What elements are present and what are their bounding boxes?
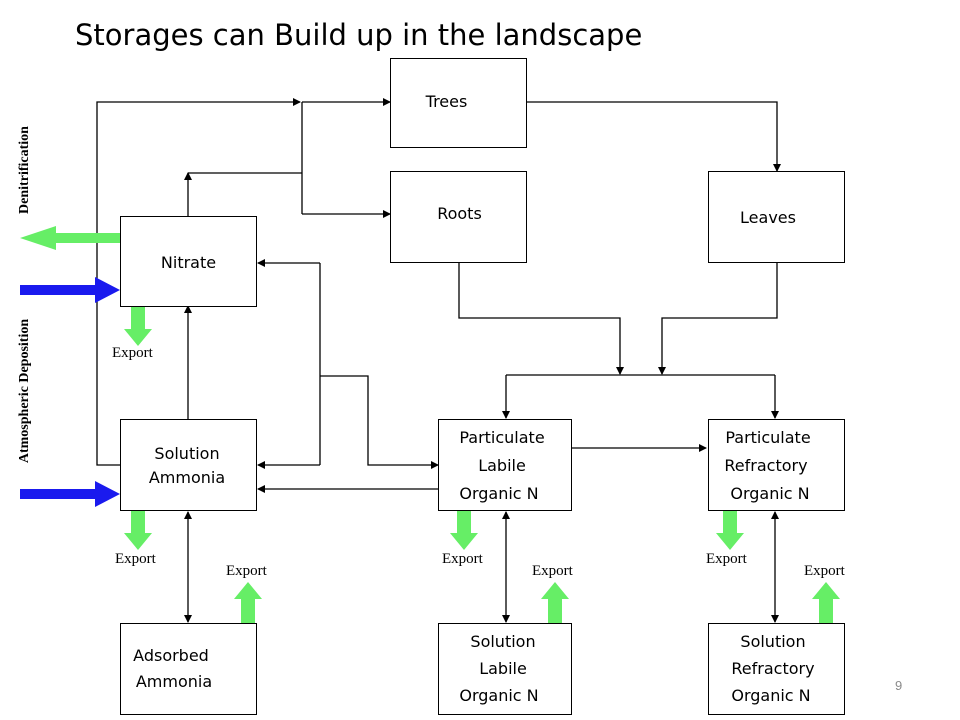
solution-refractory-box: Solution Refractory Organic N bbox=[708, 623, 845, 715]
particulate-refractory-line3: Organic N bbox=[730, 484, 810, 503]
leaves-label: Leaves bbox=[740, 208, 796, 227]
network-to-labile-arrow bbox=[320, 375, 439, 469]
trees-label: Trees bbox=[425, 92, 468, 111]
refractory-export-arrow bbox=[716, 509, 744, 550]
nitrate-export-arrow bbox=[124, 305, 152, 346]
side-flux-arrows bbox=[20, 226, 120, 507]
particulate-refractory-box: Particulate Refractory Organic N bbox=[708, 419, 845, 511]
roots-box: Roots bbox=[390, 171, 527, 263]
solution-labile-line2: Labile bbox=[479, 659, 527, 678]
adsorbed-export-label: Export bbox=[226, 563, 267, 579]
solution-refractory-line2: Refractory bbox=[731, 659, 815, 678]
solution-refractory-export-label: Export bbox=[804, 563, 845, 579]
page-number: 9 bbox=[895, 678, 903, 693]
refractory-export-label: Export bbox=[706, 551, 747, 567]
denitrification-label: Denitrification bbox=[17, 126, 32, 214]
ammonia-export-label: Export bbox=[115, 551, 156, 567]
trees-box: Trees bbox=[390, 58, 527, 148]
adsorbed-ammonia-line1: Adsorbed bbox=[133, 646, 209, 665]
particulate-labile-line1: Particulate bbox=[459, 428, 545, 447]
denitrification-arrow bbox=[20, 226, 120, 250]
nitrate-box: Nitrate bbox=[120, 216, 257, 307]
particulate-labile-line3: Organic N bbox=[459, 484, 539, 503]
solution-ammonia-box: Solution Ammonia bbox=[120, 419, 257, 511]
labile-export-label: Export bbox=[442, 551, 483, 567]
solution-labile-export-label: Export bbox=[532, 563, 573, 579]
roots-label: Roots bbox=[437, 204, 482, 223]
solution-refractory-line1: Solution bbox=[740, 632, 806, 651]
deposition-to-ammonia-arrow bbox=[20, 481, 120, 507]
particulate-refractory-line2: Refractory bbox=[724, 456, 808, 475]
solution-labile-line3: Organic N bbox=[459, 686, 539, 705]
trees-to-leaves-arrow bbox=[527, 101, 781, 172]
particulate-labile-line2: Labile bbox=[478, 456, 526, 475]
solution-ammonia-line1: Solution bbox=[154, 444, 220, 463]
solution-labile-line1: Solution bbox=[470, 632, 536, 651]
solution-ammonia-line2: Ammonia bbox=[148, 468, 226, 487]
adsorbed-export-arrow bbox=[234, 582, 262, 624]
particulate-refractory-line1: Particulate bbox=[725, 428, 811, 447]
solution-refractory-line3: Organic N bbox=[731, 686, 811, 705]
deposition-to-nitrate-arrow bbox=[20, 277, 120, 303]
solution-labile-box: Solution Labile Organic N bbox=[438, 623, 572, 715]
particulate-labile-box: Particulate Labile Organic N bbox=[438, 419, 572, 511]
solution-refractory-export-arrow bbox=[812, 582, 840, 624]
adsorbed-ammonia-line2: Ammonia bbox=[135, 672, 213, 691]
ammonia-export-arrow bbox=[124, 509, 152, 550]
leaves-box: Leaves bbox=[708, 171, 845, 263]
page-title: Storages can Build up in the landscape bbox=[75, 18, 643, 52]
leaves-down-arrow bbox=[658, 263, 778, 375]
atmospheric-deposition-label: Atmospheric Deposition bbox=[17, 318, 32, 464]
solution-labile-export-arrow bbox=[541, 582, 569, 624]
roots-down-arrow bbox=[458, 263, 624, 375]
nitrate-export-label: Export bbox=[112, 345, 153, 361]
labile-export-arrow bbox=[450, 509, 478, 550]
nitrate-label: Nitrate bbox=[160, 253, 217, 272]
adsorbed-ammonia-box: Adsorbed Ammonia bbox=[120, 623, 257, 715]
